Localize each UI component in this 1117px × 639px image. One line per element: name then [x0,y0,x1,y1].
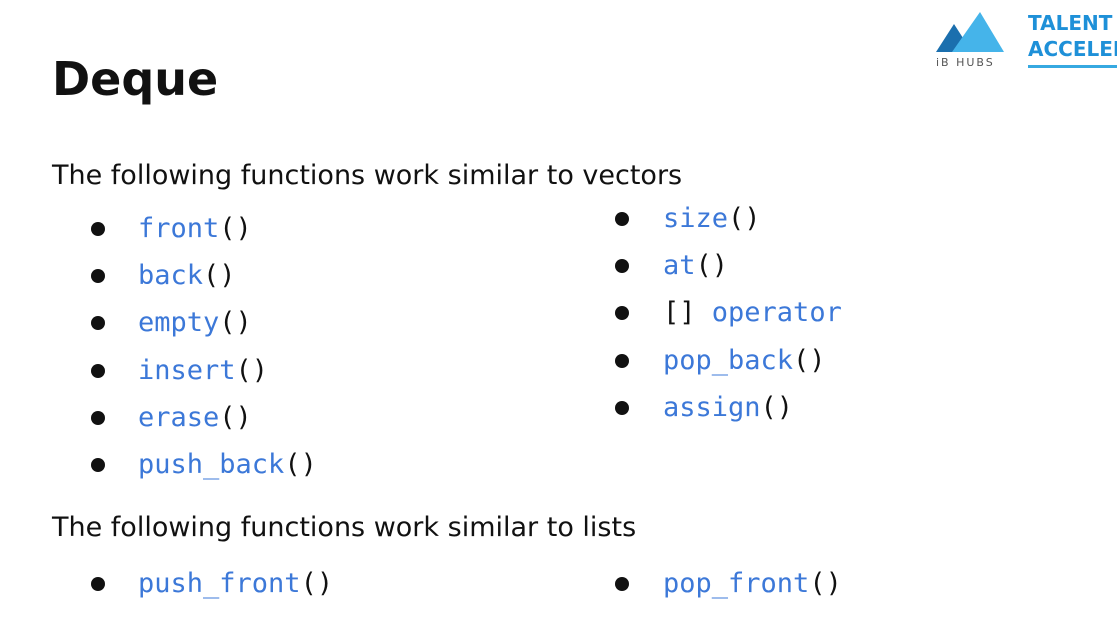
function-parens: () [284,449,317,480]
function-name: at [663,250,696,281]
bullet-icon [91,222,105,236]
bullet-icon [615,577,629,591]
function-name: pop_back [663,345,794,376]
list-item: [] operator [663,295,842,331]
function-name: assign [663,392,761,423]
bullet-icon [91,411,105,425]
function-name: size [663,203,729,234]
bullet-icon [615,259,629,273]
function-name: insert [138,355,236,386]
function-parens: () [219,402,252,433]
function-name: back [138,260,204,291]
bullet-icon [91,458,105,472]
brand-line-1: TALENT [1028,11,1113,35]
list-item: pop_front() [663,566,842,602]
bullet-icon [615,401,629,415]
list-item: insert() [138,353,268,389]
list-item: push_back() [138,447,317,483]
brand-underline [1028,65,1117,68]
brand-text: TALENT ACCELERATOR [1028,10,1117,62]
bullet-icon [91,316,105,330]
bullet-icon [91,577,105,591]
ib-hubs-logo: iB HUBS TALENT ACCELERATOR [934,10,1117,72]
function-parens: () [219,213,252,244]
mountain-icon [936,12,1004,52]
list-item: at() [663,248,728,284]
function-name: erase [138,402,220,433]
list-item: erase() [138,400,252,436]
list-item: size() [663,201,761,237]
section-vectors-heading: The following functions work similar to … [52,160,683,191]
bullet-icon [615,306,629,320]
function-name: pop_front [663,568,810,599]
function-parens: () [219,307,252,338]
function-parens: () [809,568,842,599]
list-item: front() [138,211,252,247]
subscript-operator-symbol: [] [663,297,712,328]
logo-caption: iB HUBS [936,56,995,69]
list-item: back() [138,258,236,294]
function-name: empty [138,307,220,338]
function-parens: () [695,250,729,281]
function-name: push_front [138,568,301,599]
list-item: push_front() [138,566,333,602]
function-name: front [138,213,220,244]
section-lists-heading: The following functions work similar to … [52,512,637,543]
bullet-icon [615,212,629,226]
list-item: assign() [663,390,793,426]
list-item: empty() [138,305,252,341]
function-parens: () [235,355,269,386]
function-parens: () [300,568,334,599]
bullet-icon [91,269,105,283]
bullet-icon [91,364,105,378]
function-parens: () [728,203,761,234]
function-name: push_back [138,449,285,480]
function-parens: () [793,345,826,376]
function-parens: () [760,392,794,423]
bullet-icon [615,354,629,368]
brand-line-2: ACCELERATOR [1028,37,1117,61]
list-item: pop_back() [663,343,826,379]
function-parens: () [203,260,236,291]
slide-title: Deque [52,52,219,106]
function-name: operator [711,297,842,328]
